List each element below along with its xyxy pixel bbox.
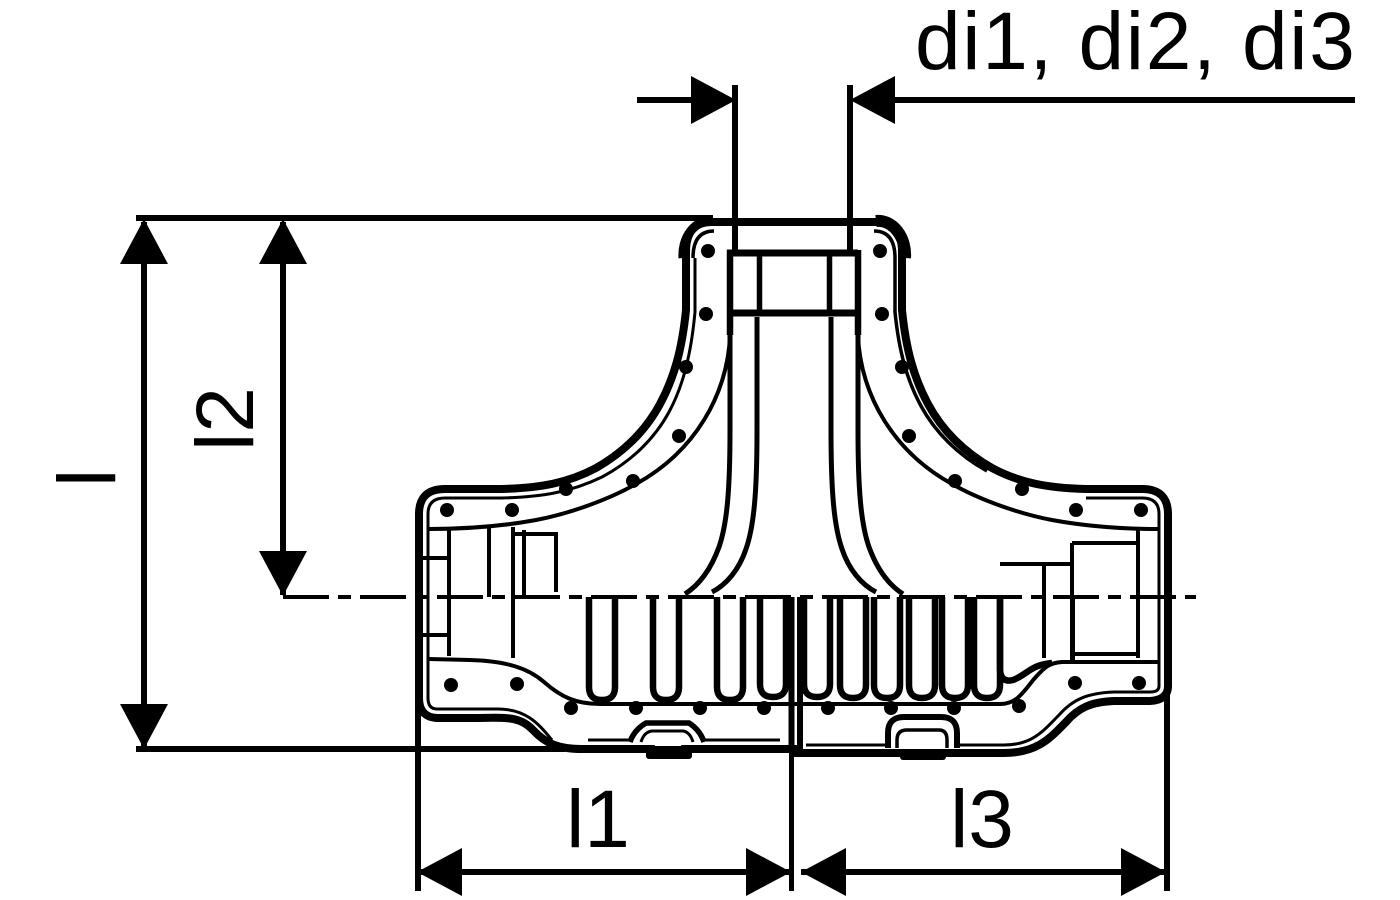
svg-text:l: l xyxy=(42,469,133,487)
svg-text:l1: l1 xyxy=(566,774,630,865)
svg-text:l2: l2 xyxy=(180,387,271,451)
svg-text:di1, di2, di3: di1, di2, di3 xyxy=(915,0,1357,87)
svg-text:l3: l3 xyxy=(950,774,1014,865)
